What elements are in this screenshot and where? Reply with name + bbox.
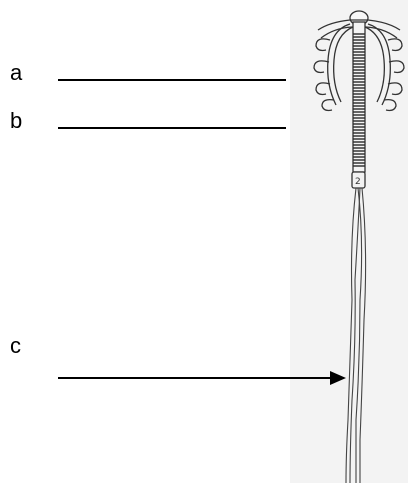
svg-text:2: 2 (355, 177, 361, 187)
stem-bead: 2 (352, 172, 365, 188)
label-a: a (10, 62, 22, 84)
label-b: b (10, 110, 22, 132)
label-c: c (10, 335, 21, 357)
